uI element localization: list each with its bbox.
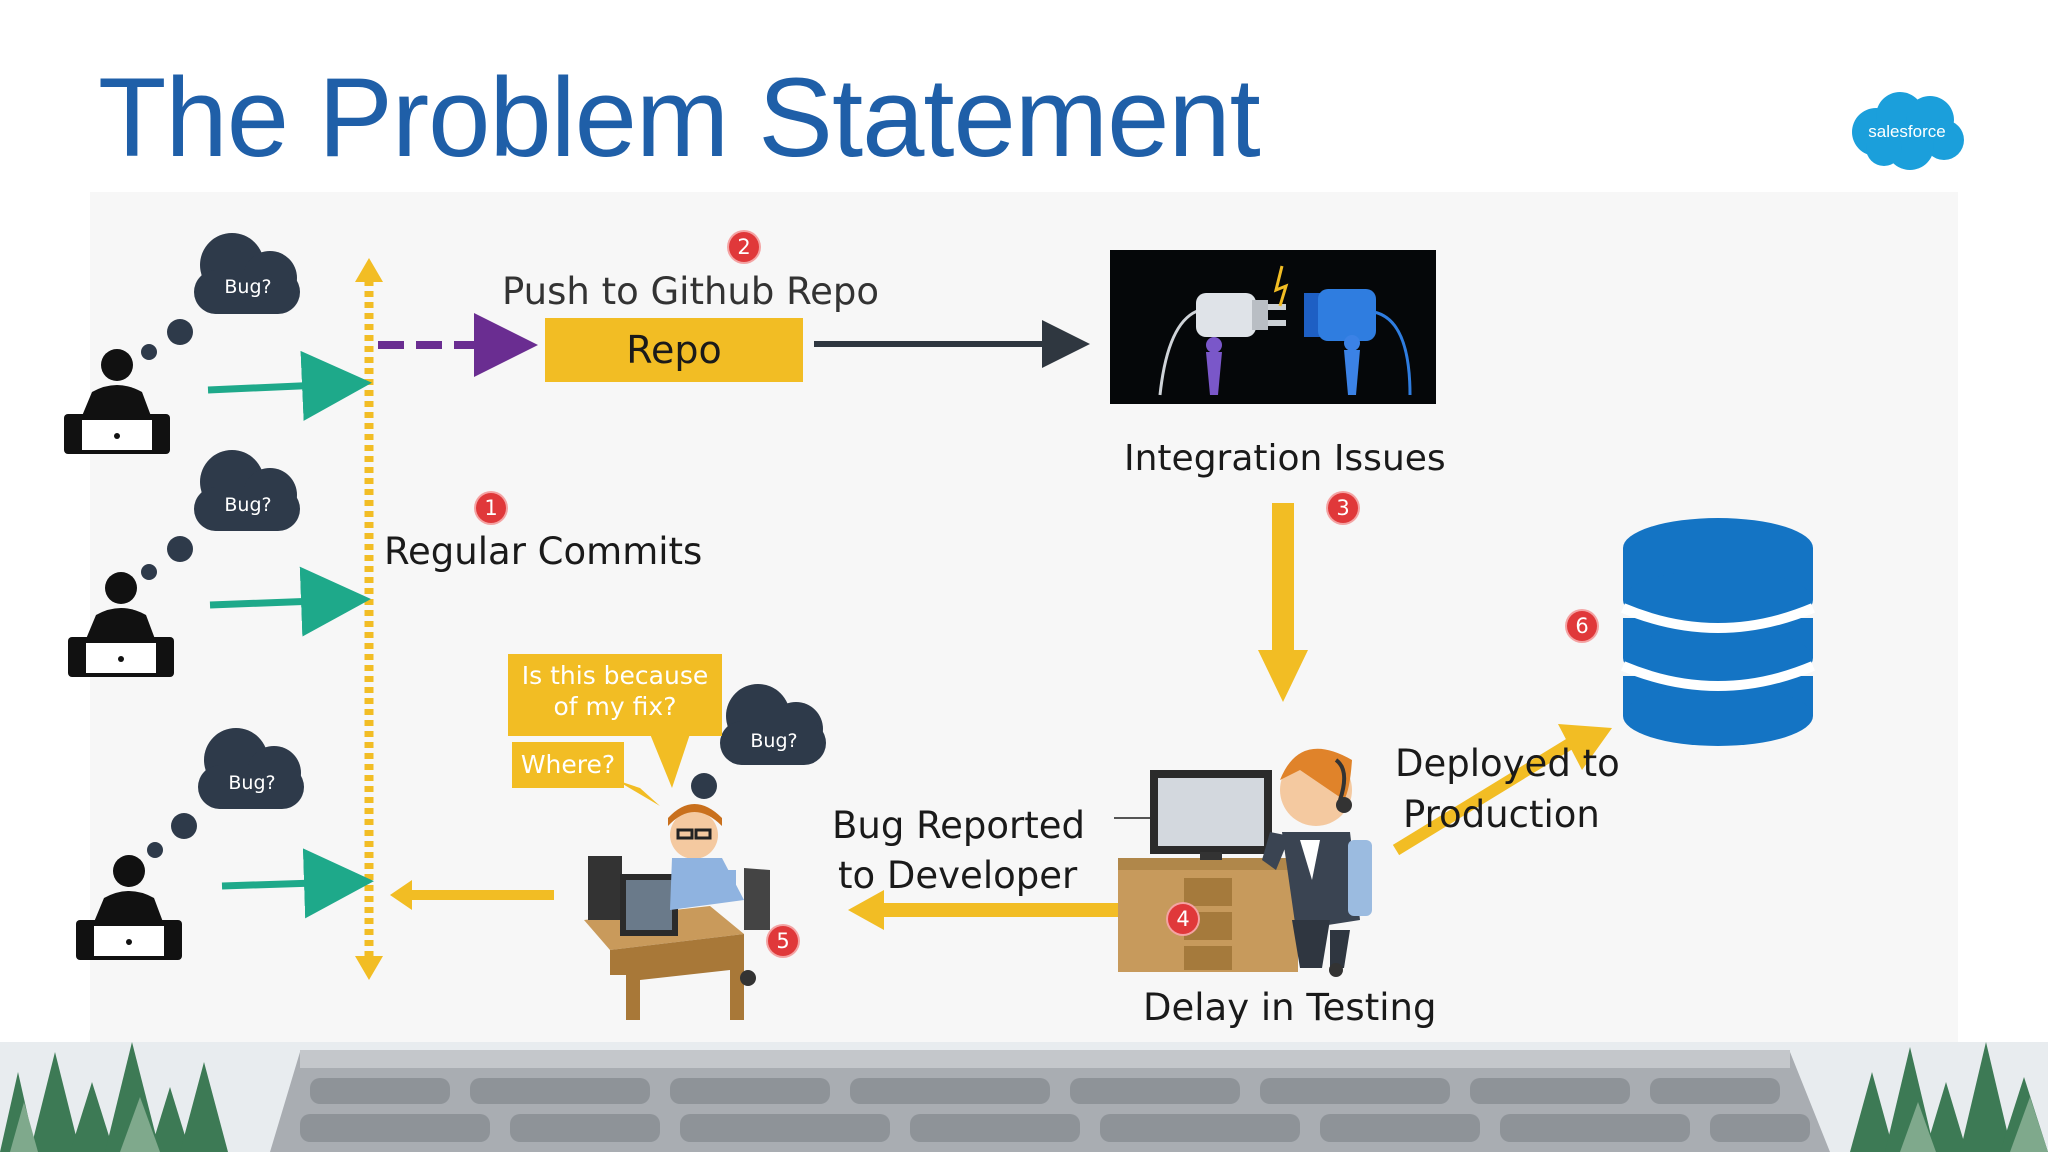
plug-illustration [1110, 250, 1436, 404]
thought-dots [141, 319, 717, 858]
bug-cloud-text: Bug? [224, 276, 272, 298]
developer-icon-2 [68, 572, 174, 677]
testing-label: Delay in Testing [1143, 986, 1437, 1029]
step-badge-4: 4 [1168, 904, 1198, 934]
deployed-label-line1: Deployed to [1395, 742, 1620, 785]
bug-reported-label-line2: to Developer [838, 854, 1078, 897]
developer-at-desk-illustration [584, 804, 770, 1020]
step-badge-1: 1 [476, 493, 506, 523]
step-badge-2: 2 [729, 232, 759, 262]
bug-cloud-4 [720, 684, 826, 765]
tester-at-desk-illustration [1118, 748, 1372, 977]
bug-cloud-2 [194, 450, 300, 531]
bug-cloud-label-1: Bug? [196, 276, 300, 306]
step-badge-5: 5 [768, 926, 798, 956]
developer-to-timeline-arrow [390, 880, 554, 910]
footer-landscape [0, 1042, 2048, 1152]
fix-question-line1: Is this because [521, 661, 709, 690]
database-icon [1621, 518, 1815, 746]
repo-box: Repo [545, 318, 803, 382]
bug-cloud-label-3: Bug? [200, 772, 304, 802]
step-badge-3: 3 [1328, 493, 1358, 523]
push-label: Push to Github Repo [502, 270, 880, 313]
commit-arrow-1 [207, 350, 372, 421]
where-text: Where? [520, 750, 616, 779]
bug-cloud-1 [194, 233, 300, 314]
fix-question-bubble: Is this because of my fix? [508, 654, 722, 736]
where-bubble: Where? [512, 742, 624, 788]
salesforce-logo: salesforce [1848, 90, 1966, 172]
commit-timeline [355, 258, 383, 980]
developer-icon-1 [64, 349, 170, 454]
bug-reported-arrow [848, 890, 1120, 930]
step-badge-6: 6 [1567, 611, 1597, 641]
bug-cloud-text: Bug? [224, 494, 272, 516]
integration-to-testing-arrow [1258, 503, 1308, 702]
commit-arrow-3 [221, 848, 374, 919]
developer-icon-3 [76, 855, 182, 960]
logo-text: salesforce [1868, 122, 1945, 141]
bug-cloud-label-2: Bug? [196, 494, 300, 524]
bug-reported-label-line1: Bug Reported [832, 804, 1085, 847]
commits-label: Regular Commits [384, 530, 703, 573]
deploy-arrow [1392, 724, 1612, 856]
bug-cloud-label-4: Bug? [722, 730, 826, 760]
bug-cloud-3 [198, 728, 304, 809]
slide-title: The Problem Statement [98, 55, 1261, 180]
fix-question-line2: of my fix? [553, 692, 677, 721]
integration-label: Integration Issues [1124, 438, 1446, 479]
bug-cloud-text: Bug? [750, 730, 798, 752]
commit-arrow-2 [209, 566, 371, 637]
deployed-label-line2: Production [1403, 793, 1600, 836]
bug-cloud-text: Bug? [228, 772, 276, 794]
